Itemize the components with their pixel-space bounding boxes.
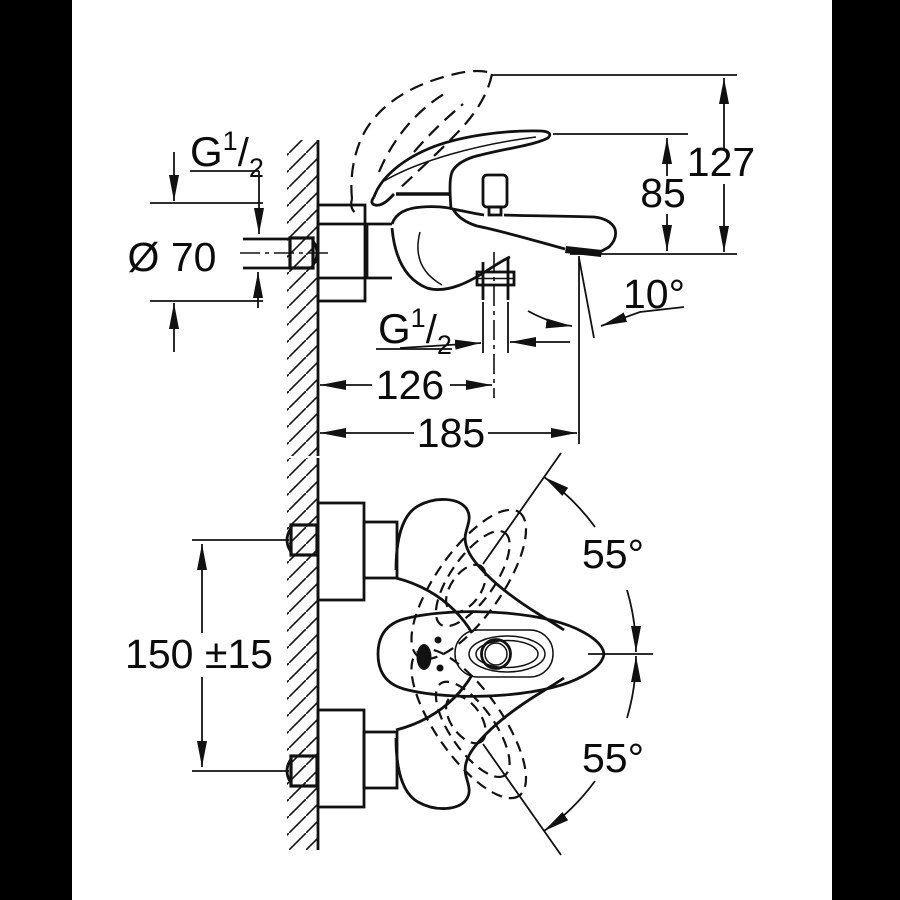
spout-top bbox=[503, 213, 618, 254]
projection-total-label: 185 bbox=[417, 410, 485, 456]
body-plan bbox=[394, 498, 565, 810]
spout-underside bbox=[451, 208, 566, 251]
side-view: G1/2 Ø 70 bbox=[128, 69, 755, 456]
swing-lower-label: 55° bbox=[582, 735, 644, 781]
connection-distance-label: 150 ±15 bbox=[125, 631, 273, 677]
swing-upper-label: 55° bbox=[582, 531, 644, 577]
dim-connection-distance: 150 ±15 bbox=[125, 539, 289, 772]
diverter-knob bbox=[481, 173, 509, 209]
aerator bbox=[565, 246, 602, 257]
dim-thread-outlet: G1/2 bbox=[376, 303, 570, 360]
dim-projection-total: 185 bbox=[320, 410, 577, 456]
connection-neck bbox=[318, 222, 392, 280]
drawing-canvas: G1/2 Ø 70 bbox=[72, 0, 832, 900]
lever-handle-side bbox=[372, 129, 552, 210]
escutcheon-upper bbox=[316, 501, 366, 602]
wall-hatch-bottom bbox=[287, 458, 318, 850]
lever-raised-dashed bbox=[350, 69, 494, 215]
dim-thread-top-left: G1/2 bbox=[190, 126, 264, 308]
union-nut-upper bbox=[289, 523, 319, 557]
body-belly bbox=[390, 227, 511, 291]
lever-plan bbox=[376, 610, 606, 698]
escutcheon-side bbox=[316, 203, 367, 303]
diameter-label: Ø 70 bbox=[128, 234, 217, 280]
thread-top-left-label: G1/2 bbox=[190, 126, 264, 183]
dim-spout-angle: 10° bbox=[527, 256, 685, 444]
dim-swing-angles: 55° 55° bbox=[482, 452, 653, 856]
dim-diameter-70: Ø 70 bbox=[128, 152, 263, 352]
height-handle-label: 85 bbox=[640, 170, 686, 216]
plan-view: 150 ±15 55° 55° bbox=[125, 452, 653, 856]
wall-hatch-top bbox=[287, 140, 318, 456]
faucet-dimension-drawing: G1/2 Ø 70 bbox=[125, 69, 755, 856]
dim-projection-outlet: 126 bbox=[320, 362, 492, 408]
height-total-label: 127 bbox=[687, 139, 755, 185]
union-nut-lower bbox=[289, 754, 319, 788]
projection-outlet-label: 126 bbox=[376, 362, 444, 408]
escutcheon-lower bbox=[316, 708, 366, 809]
spout-angle-label: 10° bbox=[623, 271, 685, 317]
body-top bbox=[390, 205, 454, 225]
dim-heights: 127 85 bbox=[492, 74, 755, 255]
thread-outlet-label: G1/2 bbox=[378, 303, 452, 360]
